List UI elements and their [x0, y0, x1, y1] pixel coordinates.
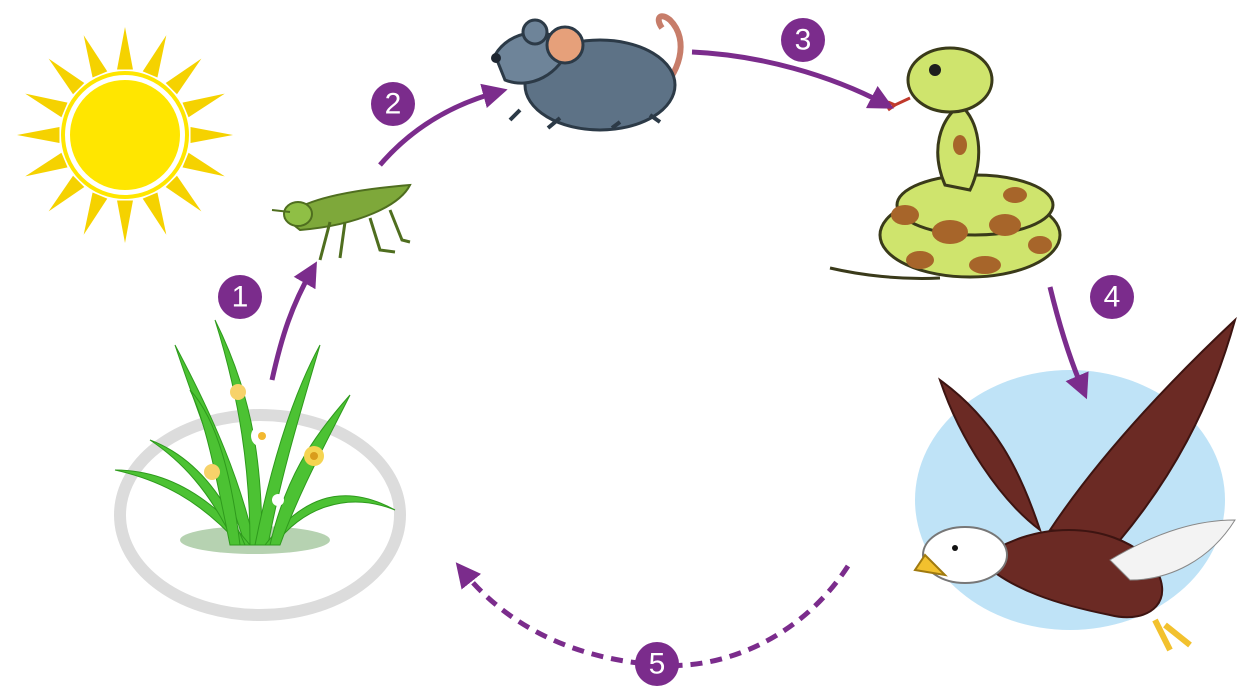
step-badge-5: 5 — [635, 642, 679, 686]
sun-ray — [25, 153, 67, 177]
step-badge-2: 2 — [371, 82, 415, 126]
sun-ray — [143, 35, 167, 77]
sun-ray — [191, 127, 233, 143]
arrow-3 — [692, 52, 885, 104]
arrow-1 — [272, 270, 312, 380]
sun-ray — [166, 176, 202, 212]
step-number-1: 1 — [232, 281, 249, 314]
sun-ray — [117, 27, 133, 69]
sun-ray — [182, 94, 224, 118]
step-number-3: 3 — [795, 24, 812, 57]
step-badge-3: 3 — [781, 18, 825, 62]
sun-ray — [49, 59, 85, 95]
grass-icon — [115, 320, 400, 615]
step-badge-1: 1 — [218, 275, 262, 319]
mouse-icon — [491, 16, 681, 130]
snake-icon — [830, 48, 1060, 278]
sun-ray — [117, 201, 133, 243]
sun-ray — [17, 127, 59, 143]
sun-ray — [166, 59, 202, 95]
step-number-2: 2 — [385, 88, 402, 121]
grasshopper-icon — [272, 185, 410, 260]
sun-ray — [25, 94, 67, 118]
step-badge-4: 4 — [1090, 275, 1134, 319]
sun-ray — [84, 192, 108, 234]
step-number-5: 5 — [649, 648, 666, 681]
step-number-4: 4 — [1104, 281, 1121, 314]
sun-ray — [182, 153, 224, 177]
sun-ray — [49, 176, 85, 212]
sun-ray — [143, 192, 167, 234]
sun-ray — [84, 35, 108, 77]
sun-icon — [17, 27, 233, 243]
